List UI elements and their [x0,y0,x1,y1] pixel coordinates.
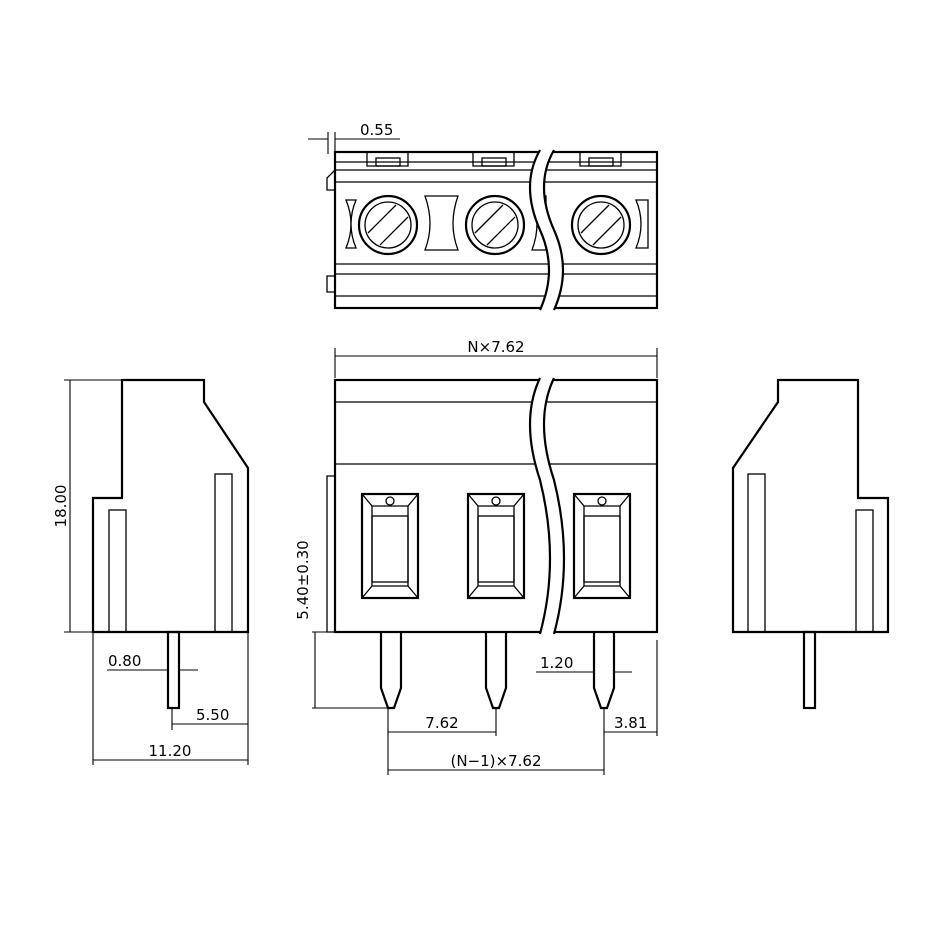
dim-label-0-55: 0.55 [360,121,393,139]
dim-label-pin-span: (N−1)×7.62 [450,752,541,770]
wire-entry-3 [572,492,632,600]
screw-1 [357,194,419,256]
pin-2 [484,632,508,710]
left-side-body [91,378,250,634]
dim-label-height: 18.00 [52,485,70,528]
dim-label-edge-offset: 3.81 [614,714,647,732]
screw-3 [570,194,632,256]
screw-2 [464,194,526,256]
right-side-body [731,378,890,634]
dim-label-depth: 11.20 [149,742,192,760]
right-side-view [731,378,890,710]
dim-label-pin-position: 5.50 [196,706,229,724]
wire-entry-2 [466,492,526,600]
dim-label-pin-thickness: 0.80 [108,652,141,670]
pin-3 [592,632,616,710]
right-side-pin [802,630,817,710]
dim-label-total-width: N×7.62 [467,338,524,356]
dim-label-pin-width: 1.20 [540,654,573,672]
left-side-pin [166,630,181,710]
pin-1 [379,632,403,710]
top-view [308,132,659,312]
front-view-body [333,378,659,634]
wire-entry-1 [360,492,420,600]
top-view-body [333,150,659,310]
left-side-view [64,378,250,765]
dim-label-pin-length: 5.40±0.30 [294,540,312,619]
dim-label-pitch: 7.62 [425,714,458,732]
front-view [312,348,659,775]
